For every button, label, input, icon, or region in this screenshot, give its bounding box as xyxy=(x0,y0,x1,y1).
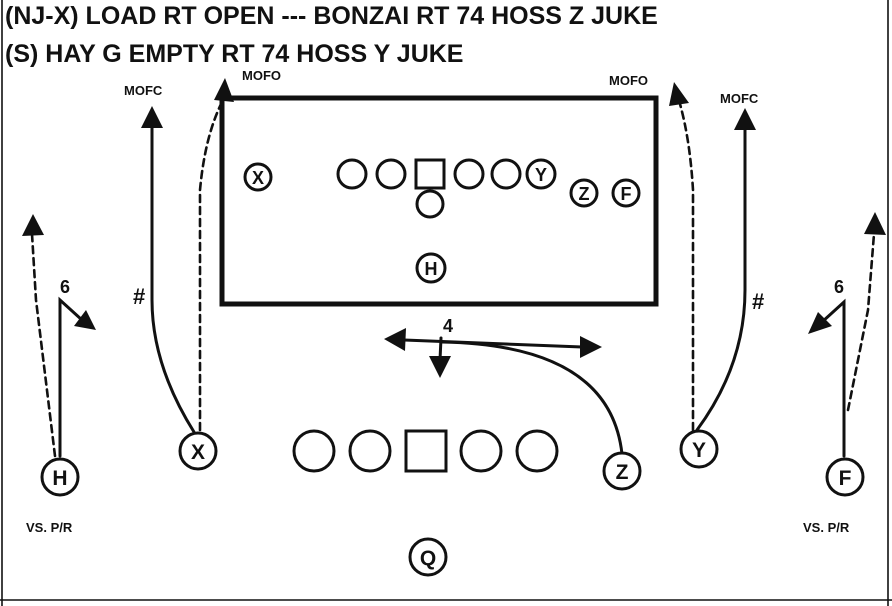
svg-text:F: F xyxy=(621,184,632,204)
player-z: Z xyxy=(602,451,642,491)
play-title-line-2: (S) HAY G EMPTY RT 74 HOSS Y JUKE xyxy=(5,40,463,68)
label-vs-left: VS. P/R xyxy=(26,520,73,535)
player-q: Q xyxy=(408,537,448,577)
label-hash-right: # xyxy=(752,289,764,314)
h-route-dashed xyxy=(30,232,57,458)
offensive-lineman xyxy=(459,429,503,473)
label-mofc-right: MOFC xyxy=(720,91,759,106)
f-route-dashed-arrowhead xyxy=(864,212,886,235)
h-route-solid-arrowhead xyxy=(74,310,96,330)
y-route-mofo xyxy=(678,102,695,432)
svg-text:F: F xyxy=(839,467,852,490)
scout-player-x: X xyxy=(243,162,273,192)
x-route-mofc xyxy=(150,124,196,434)
y-route-mofo-arrowhead xyxy=(669,82,689,106)
f-route-solid-arrowhead xyxy=(808,312,832,334)
scout-card-line xyxy=(336,158,522,219)
svg-text:X: X xyxy=(252,168,264,188)
z-route-horizontal xyxy=(402,338,584,349)
scout-player-z: Z xyxy=(569,178,599,208)
scout-center xyxy=(414,158,446,190)
label-vs-right: VS. P/R xyxy=(803,520,850,535)
scout-lineman xyxy=(336,158,368,190)
scout-player-y: Y xyxy=(525,158,557,190)
z-route-left-arrowhead xyxy=(384,328,406,351)
scout-player-f: F xyxy=(611,178,641,208)
label-mofo-left: MOFO xyxy=(242,68,281,83)
player-x: X xyxy=(178,431,218,471)
label-six-right: 6 xyxy=(834,277,844,297)
x-route-mofc-arrowhead xyxy=(141,106,163,128)
scout-lineman xyxy=(490,158,522,190)
f-route-solid xyxy=(820,298,846,458)
svg-text:H: H xyxy=(52,467,67,490)
offensive-lineman xyxy=(515,429,559,473)
player-y: Y xyxy=(679,429,719,469)
play-title-line-1: (NJ-X) LOAD RT OPEN --- BONZAI RT 74 HOS… xyxy=(5,2,658,30)
h-route-solid xyxy=(58,296,84,458)
label-four: 4 xyxy=(443,316,453,336)
svg-text:Y: Y xyxy=(535,165,547,185)
offensive-line xyxy=(292,429,559,473)
label-mofo-right: MOFO xyxy=(609,73,648,88)
player-h: H xyxy=(40,457,80,497)
offensive-center xyxy=(404,429,448,473)
scout-qb xyxy=(415,189,445,219)
h-route-dashed-arrowhead xyxy=(22,214,44,236)
y-route-mofc-arrowhead xyxy=(734,108,756,130)
offensive-lineman xyxy=(292,429,336,473)
scout-lineman xyxy=(453,158,485,190)
svg-text:Q: Q xyxy=(420,547,436,570)
player-f: F xyxy=(825,457,865,497)
y-route-mofc xyxy=(695,126,747,432)
svg-text:Z: Z xyxy=(616,461,629,484)
scout-lineman xyxy=(375,158,407,190)
label-mofc-left: MOFC xyxy=(124,83,163,98)
z-route-right-arrowhead xyxy=(580,336,602,358)
f-route-dashed xyxy=(846,232,876,412)
svg-text:Z: Z xyxy=(579,184,590,204)
svg-text:X: X xyxy=(191,441,205,464)
scout-card-box xyxy=(219,95,659,307)
offensive-lineman xyxy=(348,429,392,473)
svg-text:H: H xyxy=(425,259,438,279)
label-hash-left: # xyxy=(133,284,145,309)
z-route-down-arrowhead xyxy=(429,356,451,378)
svg-text:Y: Y xyxy=(692,439,706,462)
x-route-mofo xyxy=(198,98,225,432)
scout-player-h: H xyxy=(415,252,447,284)
x-route-mofo-arrowhead xyxy=(214,78,234,102)
label-six-left: 6 xyxy=(60,277,70,297)
